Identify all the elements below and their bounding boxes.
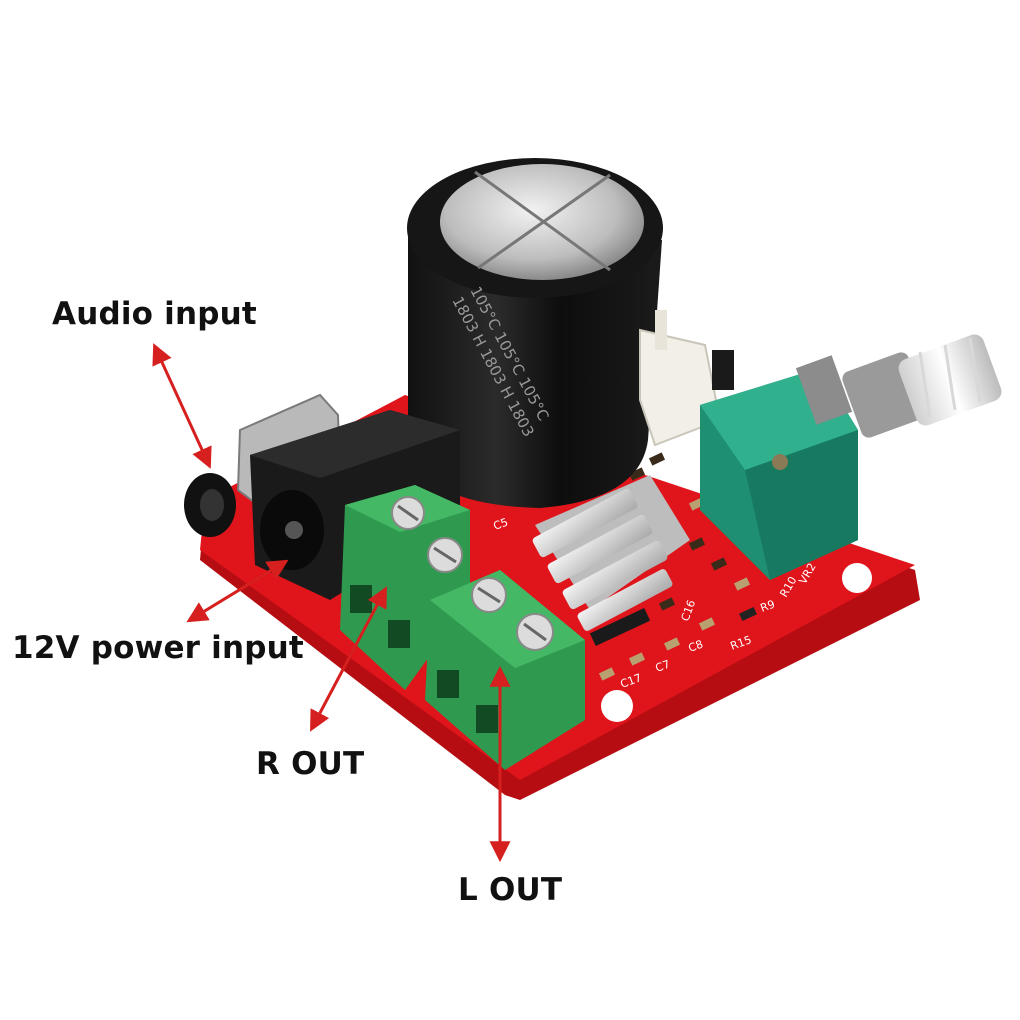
heatsink	[532, 475, 690, 631]
label-audio-input: Audio input	[52, 296, 257, 332]
electrolytic-capacitor: 105°C 105°C 105°C 1803 H 1803 H 1803	[407, 158, 663, 508]
silk-c5: C5	[492, 516, 510, 533]
smd-components	[589, 452, 757, 681]
silk-c7: C7	[654, 658, 672, 675]
mounting-hole	[601, 690, 633, 722]
mounting-hole	[842, 563, 872, 593]
pot-bushing	[795, 355, 853, 425]
arrow-r-out	[310, 586, 387, 732]
silk-r9: R9	[759, 598, 777, 615]
silk-c8: C8	[687, 638, 705, 655]
knob-shaft-icon	[842, 334, 1002, 438]
volume-potentiometer	[700, 334, 1002, 580]
label-l-out: L OUT	[458, 872, 563, 908]
label-power-input: 12V power input	[12, 630, 304, 666]
callout-arrows	[152, 343, 511, 863]
arrow-audio-input	[152, 343, 212, 469]
arrow-power-input	[186, 559, 289, 623]
label-r-out: R OUT	[256, 746, 365, 782]
